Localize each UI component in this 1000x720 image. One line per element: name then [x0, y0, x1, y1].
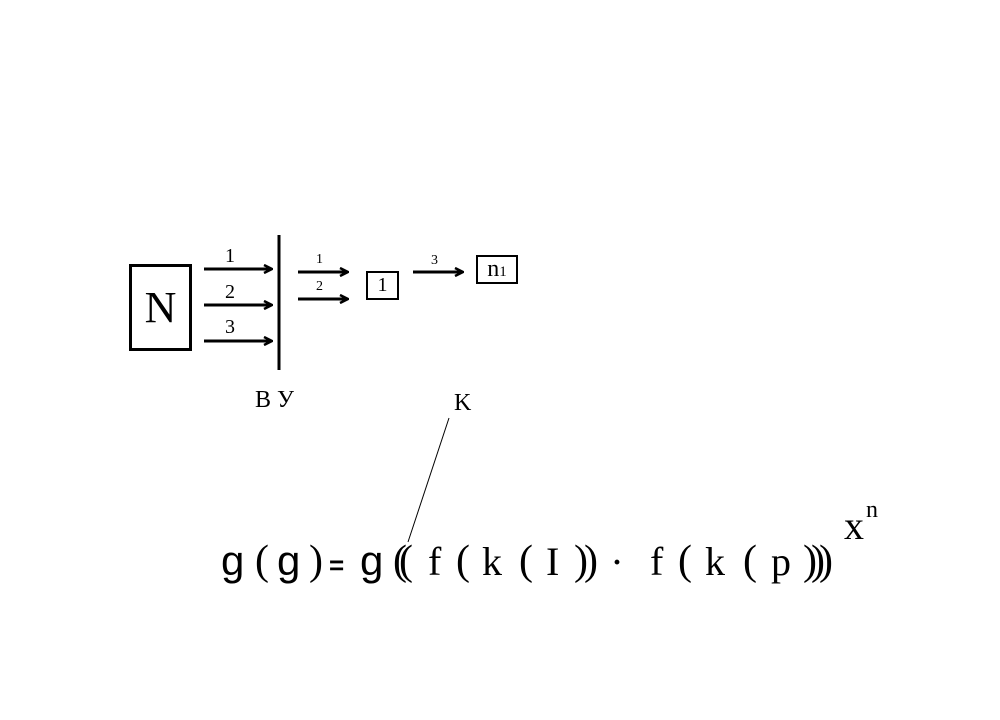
output-arrow-label-2: 2	[316, 279, 323, 294]
input-arrow-label-3: 3	[225, 316, 235, 338]
formula-exponent: n	[866, 497, 878, 523]
formula-token: (	[255, 538, 269, 584]
formula-token: ))	[574, 538, 598, 584]
target-box-subscript: 1	[499, 264, 507, 280]
divider-label: В У	[255, 387, 294, 413]
node-box-label: 1	[377, 274, 388, 296]
formula-exponent-base: x	[844, 503, 864, 548]
output-arrow-label-1: 1	[316, 252, 323, 267]
formula-token: (	[519, 538, 533, 584]
formula-token: ((	[393, 538, 413, 584]
source-box-label: N	[144, 283, 177, 332]
callout-label: K	[454, 390, 472, 416]
target-box-label: n	[487, 256, 500, 282]
formula-token: (	[678, 538, 692, 584]
node-box: 1	[366, 271, 399, 300]
formula-token: f	[650, 539, 664, 584]
formula-token: k	[705, 539, 725, 584]
formula-token: I	[546, 539, 560, 584]
formula-token: g	[360, 537, 384, 584]
formula-token: (	[456, 538, 470, 584]
formula-token: g	[221, 537, 245, 584]
callout-line	[407, 417, 450, 543]
formula-token: )))	[803, 538, 833, 584]
formula-token: g	[277, 537, 301, 584]
input-arrow-label-1: 1	[225, 245, 235, 267]
link-arrow-label: 3	[431, 253, 438, 268]
formula-token: =	[329, 550, 345, 580]
formula-token: f	[428, 539, 442, 584]
input-arrow-label-2: 2	[225, 281, 235, 303]
formula-token: p	[771, 539, 791, 584]
source-box: N	[129, 264, 192, 351]
formula-token: ·	[612, 546, 623, 579]
formula-token: (	[743, 538, 757, 584]
formula-token: )	[309, 538, 323, 584]
formula-token: k	[482, 539, 502, 584]
